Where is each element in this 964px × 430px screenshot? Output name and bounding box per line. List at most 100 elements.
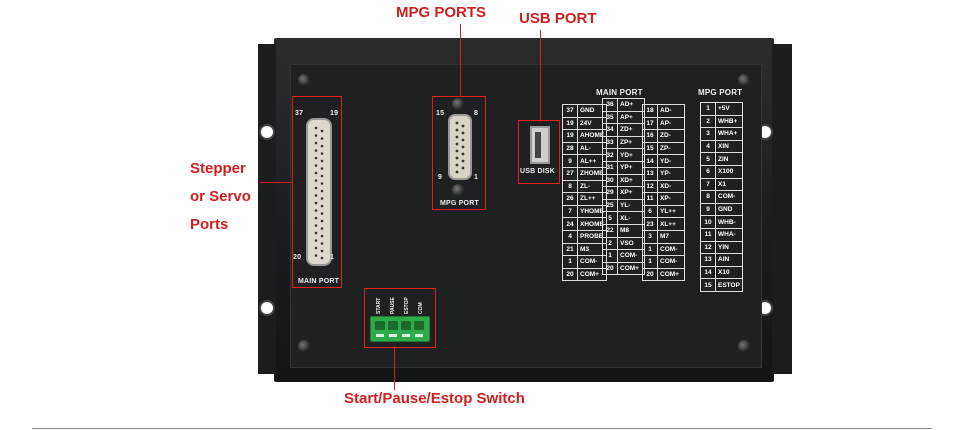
- usb-tongue: [535, 132, 541, 158]
- pin-number: 6: [700, 164, 716, 179]
- switch-terminal-labels: START PAUSE ESTOP COM: [372, 294, 428, 314]
- pin-signal: AD+: [617, 98, 645, 112]
- switch-callout: Start/Pause/Estop Switch: [344, 390, 525, 407]
- db15-connector[interactable]: [448, 114, 472, 180]
- screw-icon: [298, 74, 310, 86]
- pin-number: 15: [642, 141, 658, 156]
- pin-signal: COM-: [715, 190, 743, 204]
- pin-signal: COM-: [657, 242, 685, 257]
- stepper-callout-line3: Ports: [190, 216, 229, 233]
- pin-number: 37: [562, 104, 578, 118]
- db37-connector[interactable]: [306, 118, 332, 266]
- db15-pin8-label: 8: [474, 110, 479, 117]
- usb-port[interactable]: [530, 126, 550, 164]
- db15-pin15-label: 15: [436, 110, 445, 117]
- pin-number: 14: [700, 265, 716, 280]
- pin-number: 5: [602, 211, 618, 225]
- table-row: 1+5V: [700, 102, 743, 116]
- pin-number: 24: [562, 217, 578, 231]
- pin-signal: ESTOP: [715, 278, 743, 292]
- pin-signal: COM+: [657, 267, 685, 282]
- screw-icon: [298, 340, 310, 352]
- terminal-screws-icon: [375, 321, 424, 337]
- mpg-port-table-header: MPG PORT: [698, 88, 743, 97]
- pin-number: 19: [562, 129, 578, 143]
- usb-port-callout: USB PORT: [519, 10, 597, 27]
- pin-signal: VSO: [617, 236, 645, 251]
- pin-signal: X10: [715, 265, 743, 280]
- switch-leader-line: [394, 346, 395, 390]
- pin-signal: X1: [715, 177, 743, 192]
- pin-signal: COM-: [657, 255, 685, 269]
- pin-number: 1: [700, 102, 716, 116]
- pin-number: 7: [562, 204, 578, 219]
- pin-number: 12: [642, 179, 658, 194]
- pin-signal: WHA-: [715, 227, 743, 242]
- connector-plate: [290, 64, 762, 368]
- pin-number: 8: [700, 190, 716, 204]
- pin-signal: YP+: [617, 160, 645, 175]
- pin-number: 7: [700, 177, 716, 192]
- pin-number: 25: [602, 198, 618, 213]
- pin-number: 8: [562, 179, 578, 194]
- pin-signal: AP-: [657, 116, 685, 131]
- pin-signal: COM-: [617, 249, 645, 263]
- db15-screw-bottom-icon: [452, 184, 464, 196]
- screw-icon: [738, 340, 750, 352]
- screw-icon: [738, 74, 750, 86]
- pin-number: 2: [700, 114, 716, 129]
- pin-number: 28: [562, 141, 578, 156]
- pin-signal: M8: [617, 223, 645, 238]
- mpg-ports-callout: MPG PORTS: [396, 4, 487, 21]
- pin-number: 16: [642, 129, 658, 143]
- pin-number: 1: [642, 255, 658, 269]
- mpg-port-highlight: [432, 96, 486, 210]
- pin-signal: AIN: [715, 253, 743, 267]
- pin-signal: XD+: [617, 173, 645, 188]
- pin-signal: ZD-: [657, 129, 685, 143]
- pin-number: 13: [642, 166, 658, 181]
- terminal-label-estop: ESTOP: [404, 297, 410, 314]
- pin-signal: COM+: [617, 261, 645, 276]
- main-port-table-header: MAIN PORT: [596, 88, 643, 97]
- left-flange: [258, 44, 276, 374]
- pin-signal: M7: [657, 229, 685, 244]
- switch-terminal-block[interactable]: [370, 316, 430, 342]
- pin-number: 21: [562, 242, 578, 257]
- db37-pin1-label: 1: [330, 254, 335, 261]
- bottom-divider: [32, 428, 932, 429]
- pin-number: 1: [602, 249, 618, 263]
- stepper-leader-line: [260, 182, 292, 183]
- pin-signal: XIN: [715, 139, 743, 154]
